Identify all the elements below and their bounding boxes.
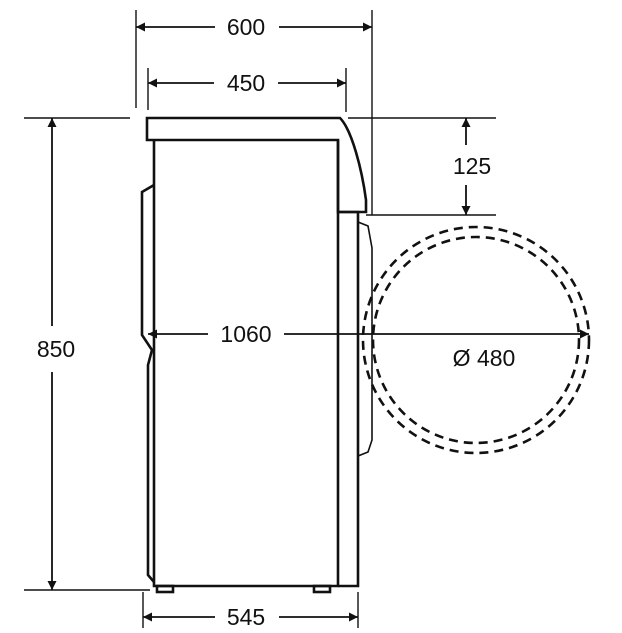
label-125: 125	[453, 153, 491, 179]
rear-profile	[140, 183, 155, 583]
worktop	[145, 116, 368, 214]
machine-outline	[140, 116, 368, 594]
door-swing	[361, 225, 591, 455]
label-545: 545	[227, 604, 265, 630]
rear-foot	[155, 584, 175, 594]
cabinet	[152, 140, 340, 588]
extension-lines	[24, 10, 496, 628]
door-outer-circle	[361, 225, 591, 455]
front-foot	[312, 584, 332, 594]
door-hinge	[357, 221, 373, 457]
label-1060: 1060	[220, 321, 271, 347]
label-600: 600	[227, 14, 265, 40]
dimension-lines	[47, 22, 589, 622]
label-450: 450	[227, 70, 265, 96]
front-panel	[338, 210, 360, 588]
label-850: 850	[37, 336, 75, 362]
dimension-labels: 600 450 850 125 1060 Ø 480 545	[37, 14, 516, 630]
label-diameter-480: Ø 480	[453, 345, 516, 371]
door-inner-circle	[371, 235, 581, 445]
